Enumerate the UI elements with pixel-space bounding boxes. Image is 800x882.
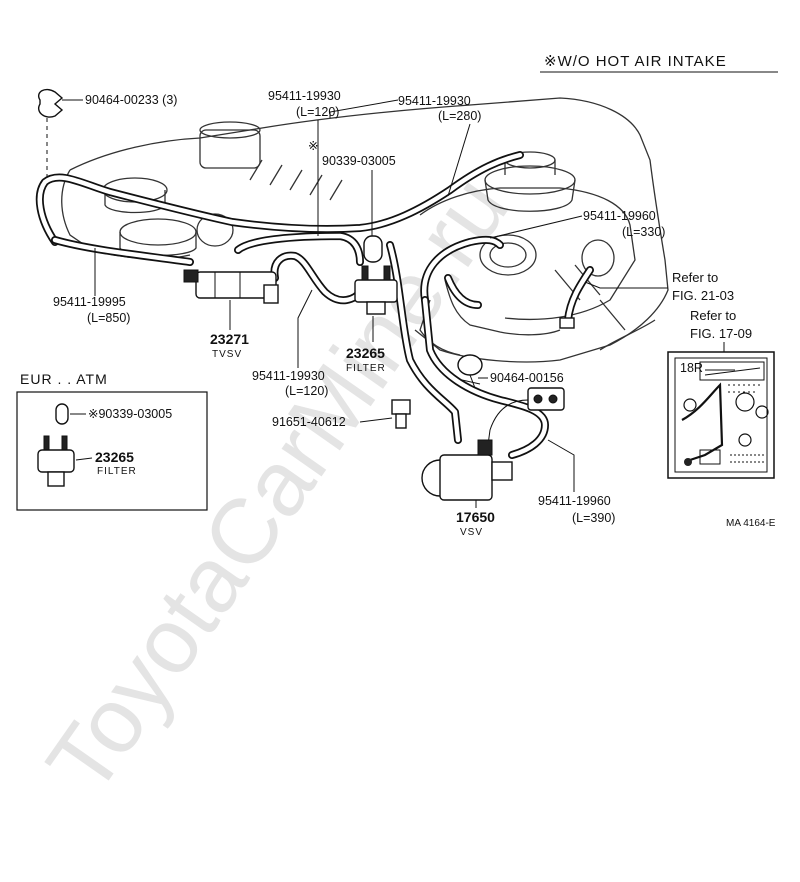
hose-330-part: 95411-19960 bbox=[583, 209, 656, 223]
refer-2-line1: Refer to bbox=[690, 308, 736, 323]
tvsv-icon bbox=[183, 269, 279, 304]
clip-top-label: 90464-00233 (3) bbox=[85, 93, 177, 107]
inset-filter-icon bbox=[37, 435, 75, 487]
inset-frame bbox=[16, 391, 208, 511]
inset-title: EUR . . ATM bbox=[20, 371, 108, 387]
bolt-leader bbox=[359, 417, 393, 423]
hose-330-leader bbox=[489, 215, 583, 239]
mini-figure-18r: 18R bbox=[667, 351, 775, 479]
tvsv-number: 23271 bbox=[210, 331, 249, 347]
footer-code: MA 4164-E bbox=[726, 518, 776, 529]
hose-280-leader bbox=[329, 99, 399, 118]
connector-icon bbox=[487, 387, 565, 446]
hose-120-a-length: (L=120) bbox=[296, 105, 339, 119]
clip-mid-icon bbox=[457, 354, 483, 389]
hose-280-part: 95411-19930 bbox=[398, 94, 471, 108]
cap-top-icon bbox=[363, 235, 383, 263]
bolt-label: 91651-40612 bbox=[272, 415, 346, 429]
hose-850-length: (L=850) bbox=[87, 311, 130, 325]
cap-top-mark: ※ bbox=[308, 139, 318, 153]
inset-filter-leader bbox=[75, 457, 93, 461]
mini-figure-label: 18R bbox=[680, 361, 703, 375]
refer-1-line1: Refer to bbox=[672, 270, 718, 285]
hoses bbox=[35, 151, 594, 459]
hose-120-b-length: (L=120) bbox=[285, 384, 328, 398]
hose-390-part: 95411-19960 bbox=[538, 494, 611, 508]
clip-mid-label: 90464-00156 bbox=[490, 371, 564, 385]
bolt-icon bbox=[391, 399, 411, 429]
inset-eur-atm: EUR . . ATM ※90339-03005 23265 FILTER bbox=[16, 371, 208, 511]
clip-top-icon bbox=[38, 88, 64, 118]
filter-main-number: 23265 bbox=[346, 345, 385, 361]
hose-280-length: (L=280) bbox=[438, 109, 481, 123]
refer-hose-end-icon bbox=[559, 317, 575, 329]
filter-main-name: FILTER bbox=[346, 363, 386, 374]
header-title: ※W/O HOT AIR INTAKE bbox=[544, 53, 727, 70]
filter-main-icon bbox=[354, 265, 398, 315]
tvsv-name: TVSV bbox=[212, 349, 242, 360]
inset-cap-label: ※90339-03005 bbox=[88, 407, 172, 421]
hose-280-leader-2 bbox=[447, 123, 471, 197]
hose-120-a-part: 95411-19930 bbox=[268, 89, 341, 103]
hose-390-length: (L=390) bbox=[572, 511, 615, 525]
hose-850-part: 95411-19995 bbox=[53, 295, 126, 309]
cap-top-label: 90339-03005 bbox=[322, 154, 396, 168]
vsv-name: VSV bbox=[460, 527, 483, 538]
inset-cap-icon bbox=[55, 403, 69, 425]
hose-120-b-leader bbox=[297, 289, 313, 368]
vsv-number: 17650 bbox=[456, 509, 495, 525]
inset-filter-name: FILTER bbox=[97, 466, 137, 477]
refer-1-line2: FIG. 21-03 bbox=[672, 288, 734, 303]
hose-120-b-part: 95411-19930 bbox=[252, 369, 325, 383]
inset-filter-number: 23265 bbox=[95, 449, 134, 465]
hose-390-leader bbox=[547, 439, 575, 492]
hose-330-length: (L=330) bbox=[622, 225, 665, 239]
refer-2-line2: FIG. 17-09 bbox=[690, 326, 752, 341]
vsv-icon bbox=[421, 439, 513, 501]
refer-1-leader bbox=[584, 281, 668, 289]
